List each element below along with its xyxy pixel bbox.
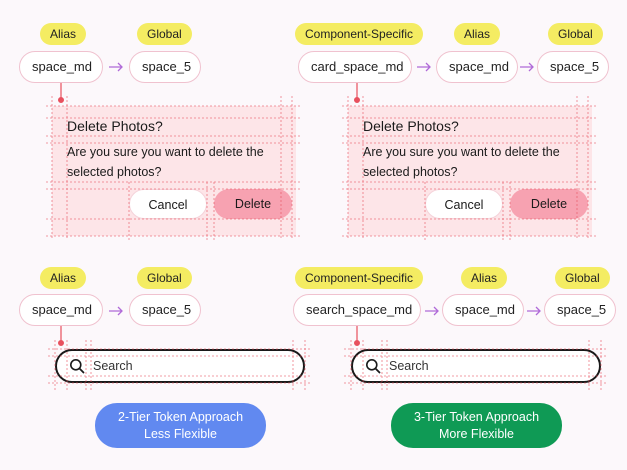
token-space-md: space_md — [442, 294, 524, 326]
arrow-right-icon — [109, 62, 123, 72]
dialog-title: Delete Photos? — [363, 118, 459, 134]
token-search-space-md: search_space_md — [293, 294, 421, 326]
two-tier-approach-title: 2-Tier Token Approach — [117, 410, 244, 424]
arrow-right-icon — [109, 306, 123, 316]
dialog-body-line1: Are you sure you want to delete the — [363, 145, 560, 159]
token-space-md: space_md — [19, 294, 103, 326]
tag-alias: Alias — [454, 23, 501, 45]
tag-alias: Alias — [40, 267, 87, 289]
tag-component-specific: Component-Specific — [295, 267, 424, 289]
dialog-title: Delete Photos? — [67, 118, 163, 134]
tag-global: Global — [548, 23, 603, 45]
two-tier-approach-subtitle: Less Flexible — [144, 427, 217, 441]
dialog-body-line2: selected photos? — [363, 165, 458, 179]
search-icon — [366, 359, 381, 374]
two-tier-approach-badge: 2-Tier Token Approach Less Flexible — [95, 403, 266, 448]
cancel-button[interactable]: Cancel — [129, 189, 207, 219]
tag-alias: Alias — [40, 23, 87, 45]
search-placeholder: Search — [389, 359, 429, 373]
dialog-body: Are you sure you want to delete the sele… — [363, 142, 560, 182]
dialog-body-line1: Are you sure you want to delete the — [67, 145, 264, 159]
token-space-5: space_5 — [537, 51, 609, 83]
search-placeholder: Search — [93, 359, 133, 373]
token-space-md: space_md — [19, 51, 103, 83]
token-card-space-md: card_space_md — [298, 51, 412, 83]
token-space-5: space_5 — [544, 294, 616, 326]
dialog-body: Are you sure you want to delete the sele… — [67, 142, 264, 182]
three-tier-approach-subtitle: More Flexible — [438, 427, 515, 441]
arrow-right-icon — [425, 306, 439, 316]
search-bar[interactable]: Search — [55, 349, 305, 383]
three-tier-approach-title: 3-Tier Token Approach — [413, 410, 540, 424]
arrow-right-icon — [527, 306, 541, 316]
tag-component-specific: Component-Specific — [295, 23, 424, 45]
token-space-5: space_5 — [129, 294, 201, 326]
cancel-button[interactable]: Cancel — [425, 189, 503, 219]
arrow-right-icon — [520, 62, 534, 72]
delete-dialog: Delete Photos? Are you sure you want to … — [52, 106, 296, 236]
tag-global: Global — [137, 267, 192, 289]
delete-button[interactable]: Delete — [214, 189, 292, 219]
token-space-md: space_md — [436, 51, 518, 83]
search-bar[interactable]: Search — [351, 349, 601, 383]
three-tier-approach-badge: 3-Tier Token Approach More Flexible — [391, 403, 562, 448]
tag-alias: Alias — [461, 267, 508, 289]
tag-global: Global — [137, 23, 192, 45]
dialog-body-line2: selected photos? — [67, 165, 162, 179]
search-icon — [70, 359, 85, 374]
tag-global: Global — [555, 267, 610, 289]
arrow-right-icon — [417, 62, 431, 72]
delete-dialog: Delete Photos? Are you sure you want to … — [348, 106, 592, 236]
token-space-5: space_5 — [129, 51, 201, 83]
delete-button[interactable]: Delete — [510, 189, 588, 219]
